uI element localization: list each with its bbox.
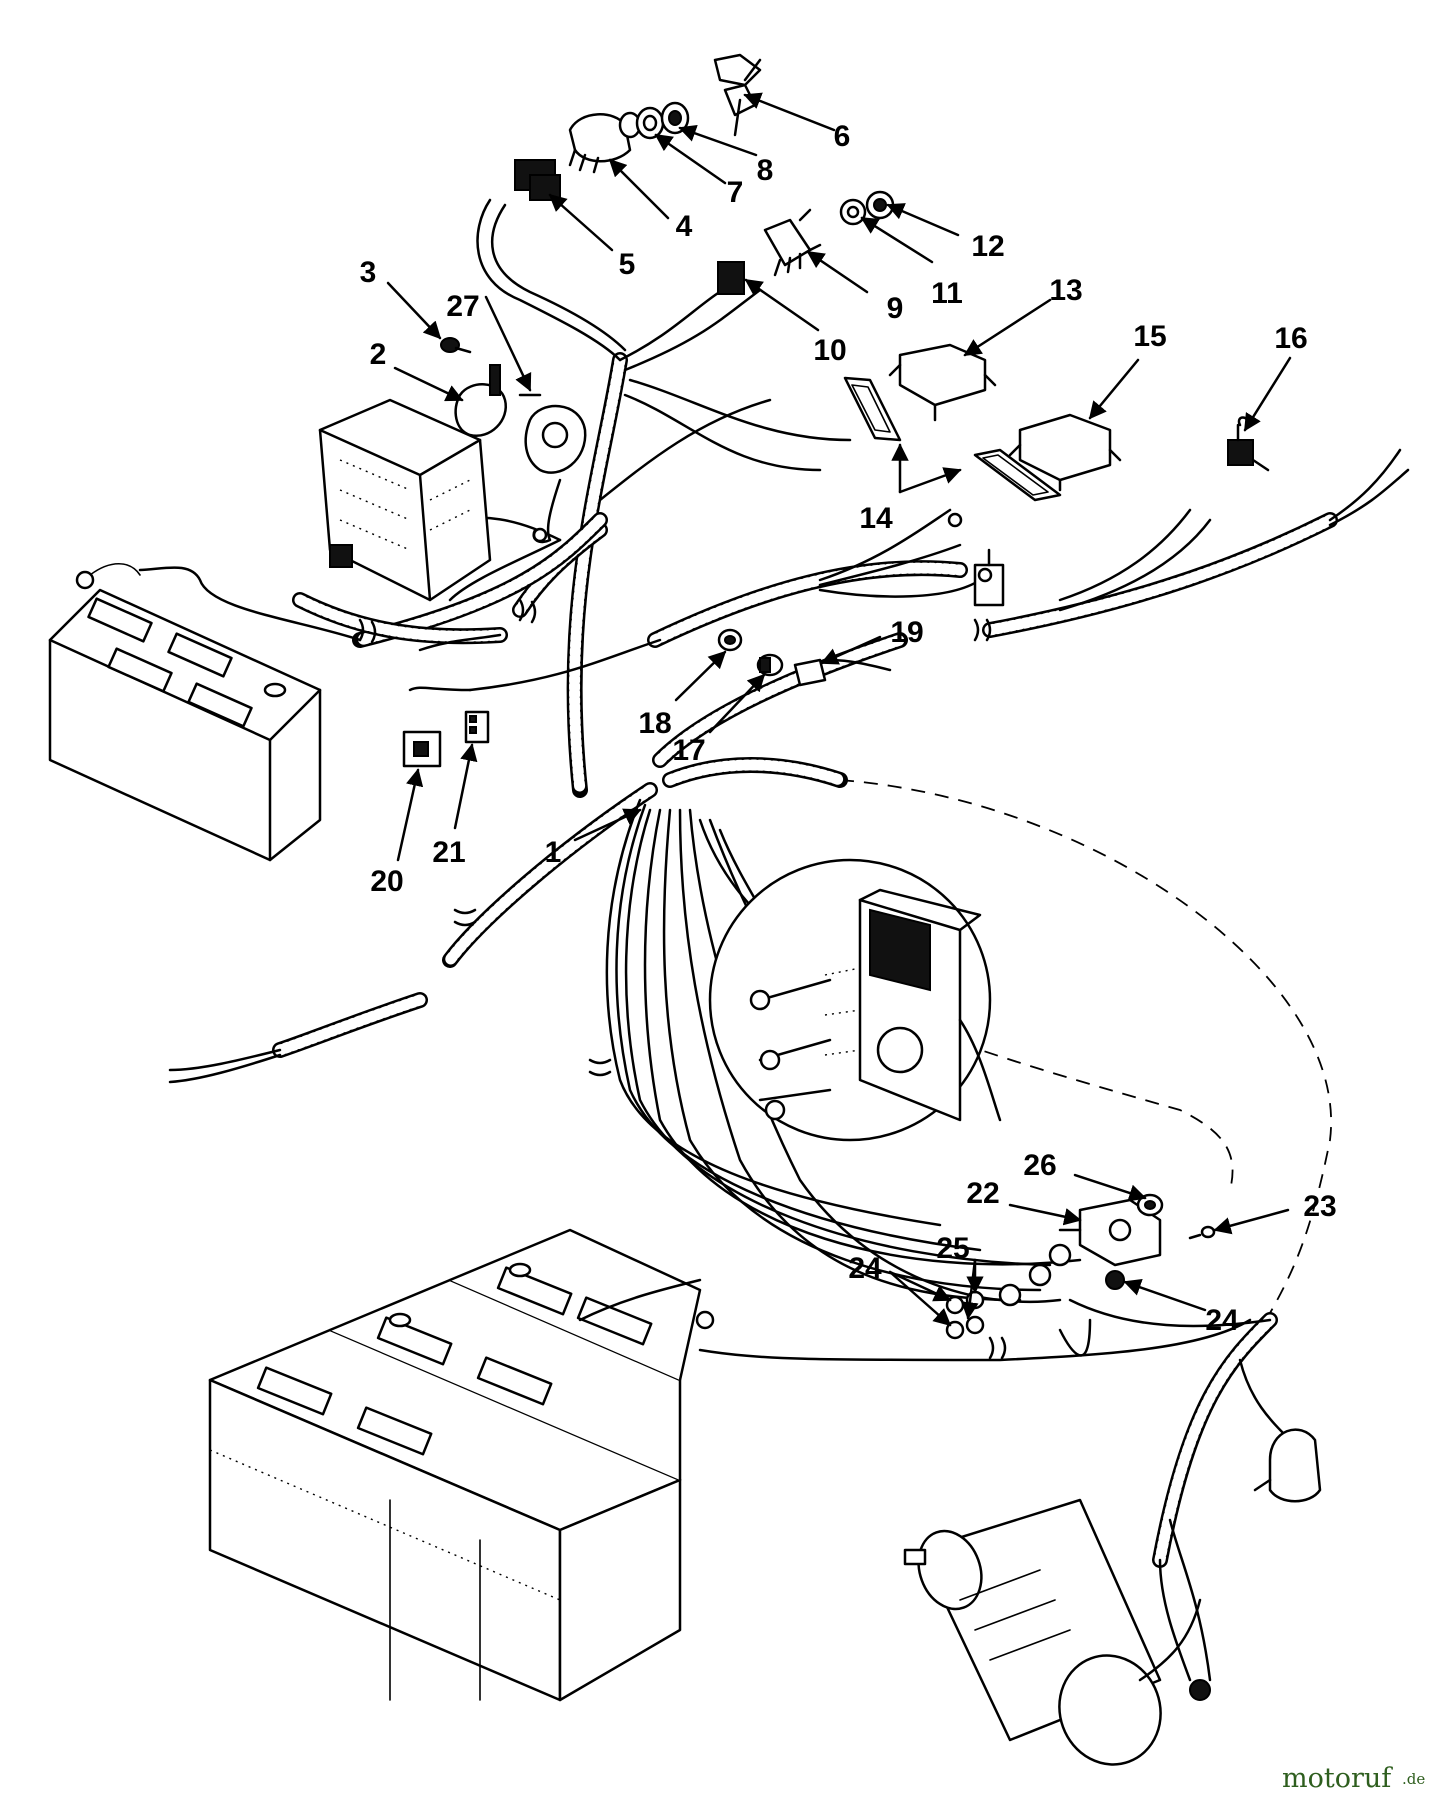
main-harness	[272, 352, 1338, 1568]
callout-11: 11	[931, 277, 963, 310]
callout-26: 26	[1023, 1149, 1056, 1182]
detail-inset-solenoid	[708, 858, 1002, 1142]
battery-single	[48, 562, 322, 862]
callout-22: 22	[966, 1177, 999, 1210]
socket-part-17	[756, 653, 784, 677]
key-switch-part-4	[568, 111, 642, 174]
watermark-logo: motoruf .de	[1282, 1763, 1425, 1794]
callout-6: 6	[834, 120, 851, 153]
callout-3: 3	[360, 256, 377, 289]
callout-21: 21	[432, 836, 465, 869]
break-marks	[358, 598, 1007, 1360]
callout-12: 12	[971, 230, 1004, 263]
ignition-switch-part-27	[518, 393, 587, 544]
routing-dash-line	[839, 779, 1333, 1331]
callout-10: 10	[813, 334, 846, 367]
callout-25: 25	[936, 1232, 969, 1265]
connector-part-5	[514, 159, 561, 201]
watermark-text: motoruf	[1282, 1763, 1393, 1794]
callouts: 1 2 3 4 5 6 7 8 9 10 11 12 13 14 15 16 1…	[360, 120, 1337, 1337]
nut-part-24b	[1105, 1270, 1125, 1290]
bracket-part-2	[454, 364, 508, 438]
relay-part-15	[1008, 413, 1122, 492]
washer-part-11	[839, 198, 867, 226]
connector-part-10	[717, 261, 745, 295]
solenoid-part-22	[1058, 1198, 1162, 1267]
switch-part-16	[1227, 416, 1270, 472]
callout-15: 15	[1133, 320, 1166, 353]
callout-27: 27	[446, 290, 479, 323]
callout-18: 18	[638, 707, 671, 740]
plug-part-21	[464, 710, 490, 744]
gauge-component	[1253, 1428, 1322, 1503]
callout-19: 19	[890, 616, 923, 649]
callout-13: 13	[1049, 274, 1082, 307]
callout-23: 23	[1303, 1190, 1336, 1223]
lower-wire-bundle	[605, 798, 1292, 1682]
callout-20: 20	[370, 865, 403, 898]
callout-4: 4	[676, 210, 693, 243]
grommet-part-18	[717, 628, 743, 652]
screw-part-23	[1188, 1225, 1216, 1240]
toggle-switch-part-9	[763, 208, 822, 277]
relay-part-13	[888, 343, 997, 422]
washer-part-26	[1136, 1193, 1164, 1217]
gasket-part-14a	[843, 376, 902, 442]
callout-14: 14	[859, 502, 893, 535]
watermark-suffix: .de	[1402, 1770, 1425, 1788]
terminal-ring-ends	[75, 512, 993, 1330]
voltage-regulator	[318, 398, 492, 602]
callout-17: 17	[672, 734, 705, 767]
key-part-6	[713, 53, 762, 137]
callout-7: 7	[727, 176, 744, 209]
callout-8: 8	[757, 154, 774, 187]
gasket-part-14b	[973, 448, 1062, 502]
callout-9: 9	[887, 292, 904, 325]
washer-part-7	[635, 106, 665, 140]
connector-part-19	[793, 658, 827, 687]
callout-24b: 24	[1205, 1304, 1239, 1337]
callout-2: 2	[370, 338, 387, 371]
starter-motor	[903, 1498, 1211, 1766]
callout-1: 1	[545, 836, 562, 869]
callout-16: 16	[1274, 322, 1307, 355]
callout-5: 5	[619, 248, 636, 281]
callout-24a: 24	[848, 1252, 882, 1285]
screw-part-3	[440, 337, 472, 354]
loose-wires	[138, 198, 1410, 1084]
battery-bank	[208, 1228, 702, 1702]
leader-lines	[386, 92, 1292, 1327]
connector-part-20	[402, 730, 442, 768]
